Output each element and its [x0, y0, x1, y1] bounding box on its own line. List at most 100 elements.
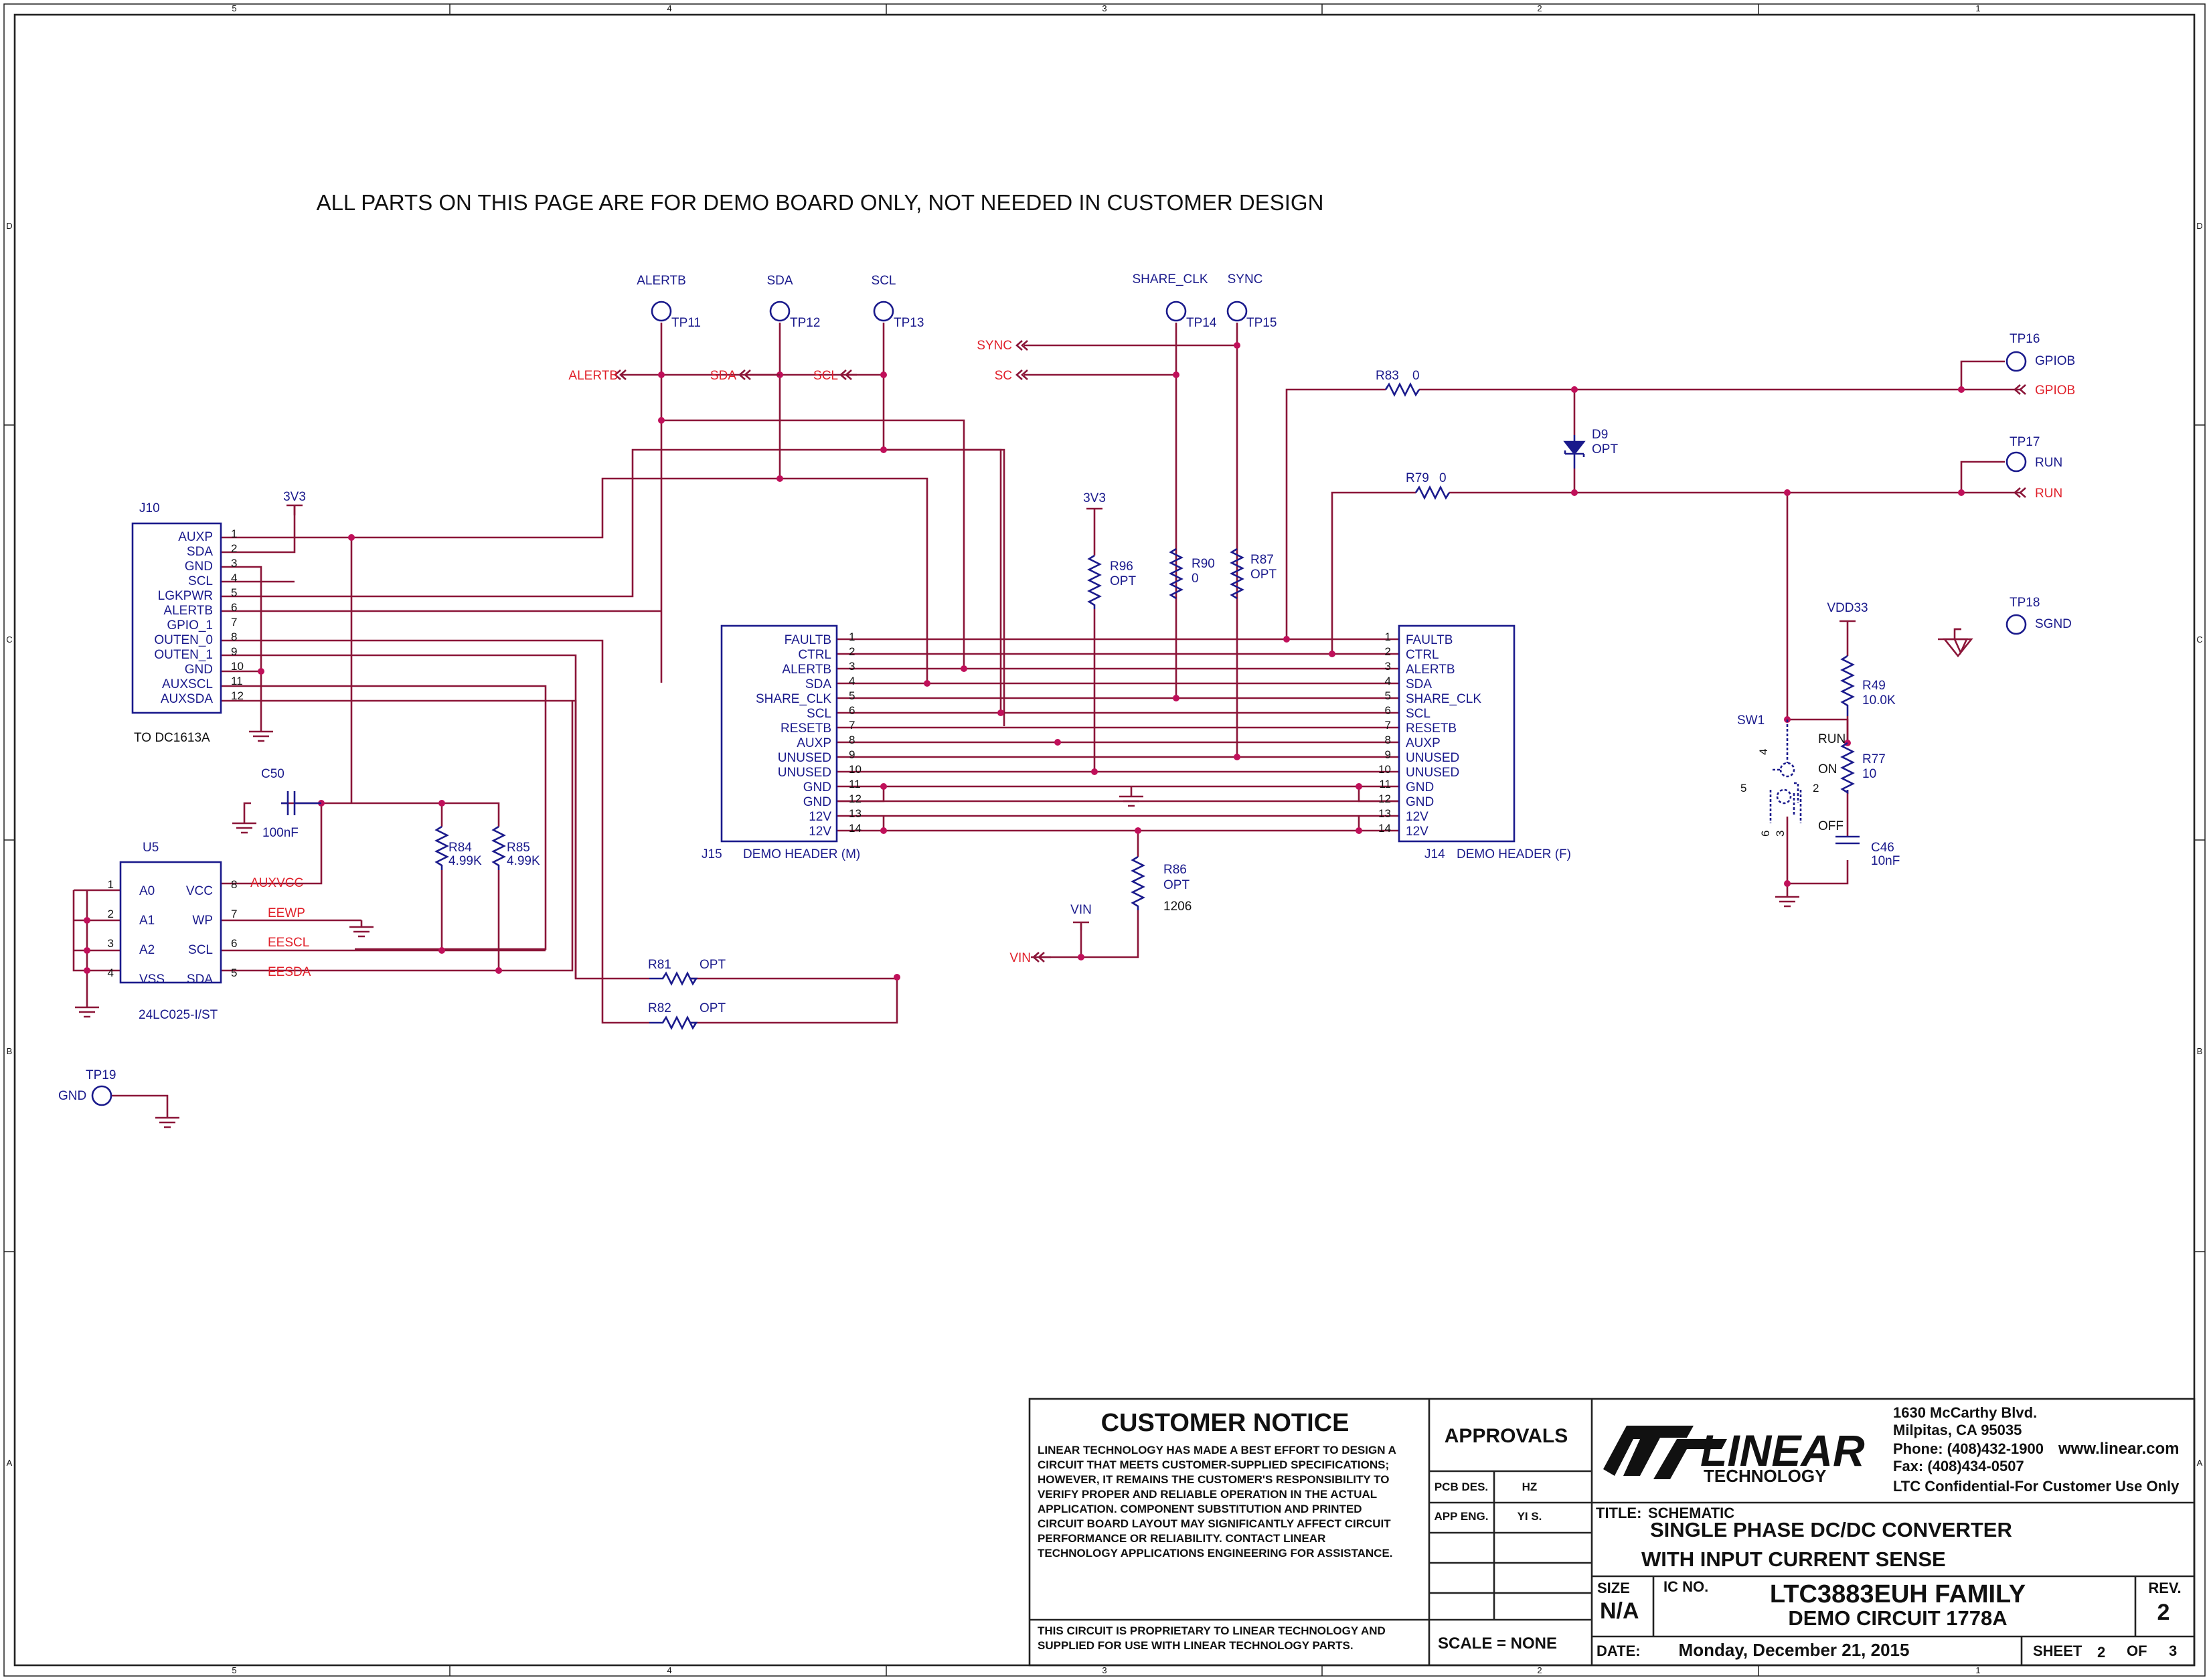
tp-ref: TP12 — [790, 316, 820, 330]
capacitor-c46[interactable]: C46 10nF — [1835, 835, 1900, 868]
switch-sw1[interactable]: SW1 RUN ON OFF 4 5 2 6 3 — [1737, 713, 1846, 837]
j14-pin-name: AUXP — [1406, 736, 1441, 750]
j15-pin-name: SDA — [805, 677, 831, 691]
testpoint-tp16[interactable]: TP16 GPIOB — [2006, 332, 2075, 372]
j10-note: TO DC1613A — [134, 731, 210, 745]
j10-pin-name: GND — [185, 560, 213, 574]
row-label: A — [2197, 1458, 2203, 1468]
svg-text:2: 2 — [1813, 782, 1819, 794]
demo-circuit: DEMO CIRCUIT 1778A — [1788, 1606, 2007, 1630]
u5-pin-number: 8 — [231, 878, 237, 891]
u5-pin-name: SCL — [188, 943, 213, 957]
resistor-r84[interactable]: R84 4.99K — [434, 825, 482, 870]
testpoint-tp18[interactable]: TP18 SGND — [2006, 596, 2072, 635]
resistor-r83[interactable]: R83 0 — [1376, 369, 1420, 397]
resistor-r90[interactable]: R90 0 — [1169, 548, 1215, 600]
row-label: B — [2197, 1046, 2203, 1056]
notice-line: LINEAR TECHNOLOGY HAS MADE A BEST EFFORT… — [1038, 1444, 1396, 1456]
u5-pin-number: 5 — [231, 967, 237, 979]
resistor-r79[interactable]: R79 0 — [1406, 471, 1451, 500]
col-label: 4 — [667, 3, 671, 13]
j15-pin-name: 12V — [809, 825, 831, 839]
j15-pin-name: UNUSED — [778, 766, 831, 780]
j15-pin-number: 6 — [849, 704, 855, 717]
u5-pin-name: A1 — [139, 914, 155, 928]
svg-text:VDD33: VDD33 — [1827, 601, 1868, 615]
j10-pin-name: GND — [185, 663, 213, 677]
j14-pin-number: 2 — [1385, 645, 1391, 658]
svg-text:R86: R86 — [1163, 863, 1187, 877]
svg-text:RUN: RUN — [2035, 487, 2062, 501]
tp-net: RUN — [2035, 456, 2062, 470]
testpoint-tp14[interactable]: SHARE_CLK TP14 — [1133, 272, 1217, 330]
j10-pin-name: GPIO_1 — [167, 618, 213, 633]
col-label: 5 — [232, 3, 236, 13]
svg-text:VIN: VIN — [1070, 903, 1092, 917]
j10-pin-number: 2 — [231, 542, 237, 555]
resistor-r96[interactable]: R96 OPT — [1087, 554, 1136, 609]
j15-pin-number: 11 — [849, 778, 861, 790]
diode-d9[interactable]: D9 OPT — [1563, 428, 1618, 469]
row-label: D — [6, 221, 12, 231]
svg-text:C46: C46 — [1871, 841, 1894, 855]
j14-pin-name: 12V — [1406, 810, 1428, 824]
svg-text:SCL: SCL — [813, 369, 838, 383]
testpoint-tp11[interactable]: ALERTB TP11 — [637, 274, 701, 330]
sheet-label: SHEET — [2033, 1643, 2082, 1659]
col-label: 3 — [1102, 1665, 1107, 1675]
u5-net-eescl: EESCL — [268, 936, 309, 950]
title-kind: SCHEMATIC — [1648, 1505, 1734, 1521]
junction-dots — [84, 342, 1965, 981]
resistor-r82[interactable]: R82 OPT — [648, 1001, 726, 1030]
j15-pin-number: 10 — [849, 763, 862, 776]
tp-net: GPIOB — [2035, 354, 2075, 368]
resistor-r87[interactable]: R87 OPT — [1230, 548, 1277, 600]
rev-value: 2 — [2157, 1600, 2170, 1625]
address-line: Milpitas, CA 95035 — [1893, 1422, 2022, 1438]
tp-net: SYNC — [1228, 272, 1263, 286]
j14-pin-number: 3 — [1385, 660, 1391, 673]
tp-ref: TP11 — [671, 316, 701, 330]
header-j14: J14 DEMO HEADER (F) FAULTB1CTRL2ALERTB3S… — [1378, 624, 1571, 861]
resistor-r77[interactable]: R77 10 — [1840, 742, 1886, 794]
svg-text:R77: R77 — [1862, 752, 1886, 766]
j10-pin-number: 12 — [231, 689, 244, 702]
tp-net: ALERTB — [637, 274, 686, 288]
u5-net-auxvcc: AUXVCC — [250, 876, 303, 890]
resistor-r81[interactable]: R81 OPT — [648, 958, 726, 986]
svg-text:3V3: 3V3 — [1083, 491, 1106, 505]
test-points: ALERTB TP11 SDA TP12 SCL TP13 SHARE_CLK … — [58, 272, 2075, 1106]
resistor-r49[interactable]: R49 10.0K — [1840, 655, 1896, 716]
tp-net: SGND — [2035, 617, 2072, 631]
svg-text:10.0K: 10.0K — [1862, 693, 1896, 707]
svg-text:R49: R49 — [1862, 679, 1886, 693]
resistor-r85[interactable]: R85 4.99K — [491, 825, 540, 870]
capacitor-c50[interactable]: C50 100nF — [261, 767, 321, 840]
svg-text:3V3: 3V3 — [283, 490, 306, 504]
svg-text:100nF: 100nF — [262, 826, 299, 840]
testpoint-tp19[interactable]: TP19 GND — [58, 1068, 116, 1106]
svg-text:ALERTB: ALERTB — [568, 369, 618, 383]
svg-text:OPT: OPT — [700, 958, 726, 972]
resistor-r86[interactable]: R86 OPT 1206 — [1131, 855, 1192, 914]
j15-pin-number: 12 — [849, 792, 862, 805]
j14-pin-number: 7 — [1385, 719, 1391, 732]
svg-text:SDA: SDA — [710, 369, 736, 383]
website: www.linear.com — [2058, 1440, 2180, 1458]
j15-pin-name: SCL — [807, 707, 831, 721]
svg-text:5: 5 — [1740, 782, 1746, 794]
svg-text:SW1: SW1 — [1737, 713, 1765, 728]
svg-text:R83: R83 — [1376, 369, 1399, 383]
svg-text:SC: SC — [995, 369, 1012, 383]
j10-pin-number: 4 — [231, 572, 237, 584]
testpoint-tp15[interactable]: SYNC TP15 — [1226, 272, 1277, 330]
j15-pin-name: CTRL — [798, 648, 831, 662]
svg-text:4.99K: 4.99K — [507, 854, 540, 868]
svg-text:0: 0 — [1412, 369, 1420, 383]
testpoint-tp12[interactable]: SDA TP12 — [766, 274, 820, 330]
testpoint-tp13[interactable]: SCL TP13 — [872, 274, 924, 330]
offpage-scl: SCL — [813, 369, 857, 383]
tp-net: GND — [58, 1089, 86, 1103]
title-label: TITLE: — [1596, 1505, 1641, 1521]
testpoint-tp17[interactable]: TP17 RUN — [2006, 435, 2062, 473]
